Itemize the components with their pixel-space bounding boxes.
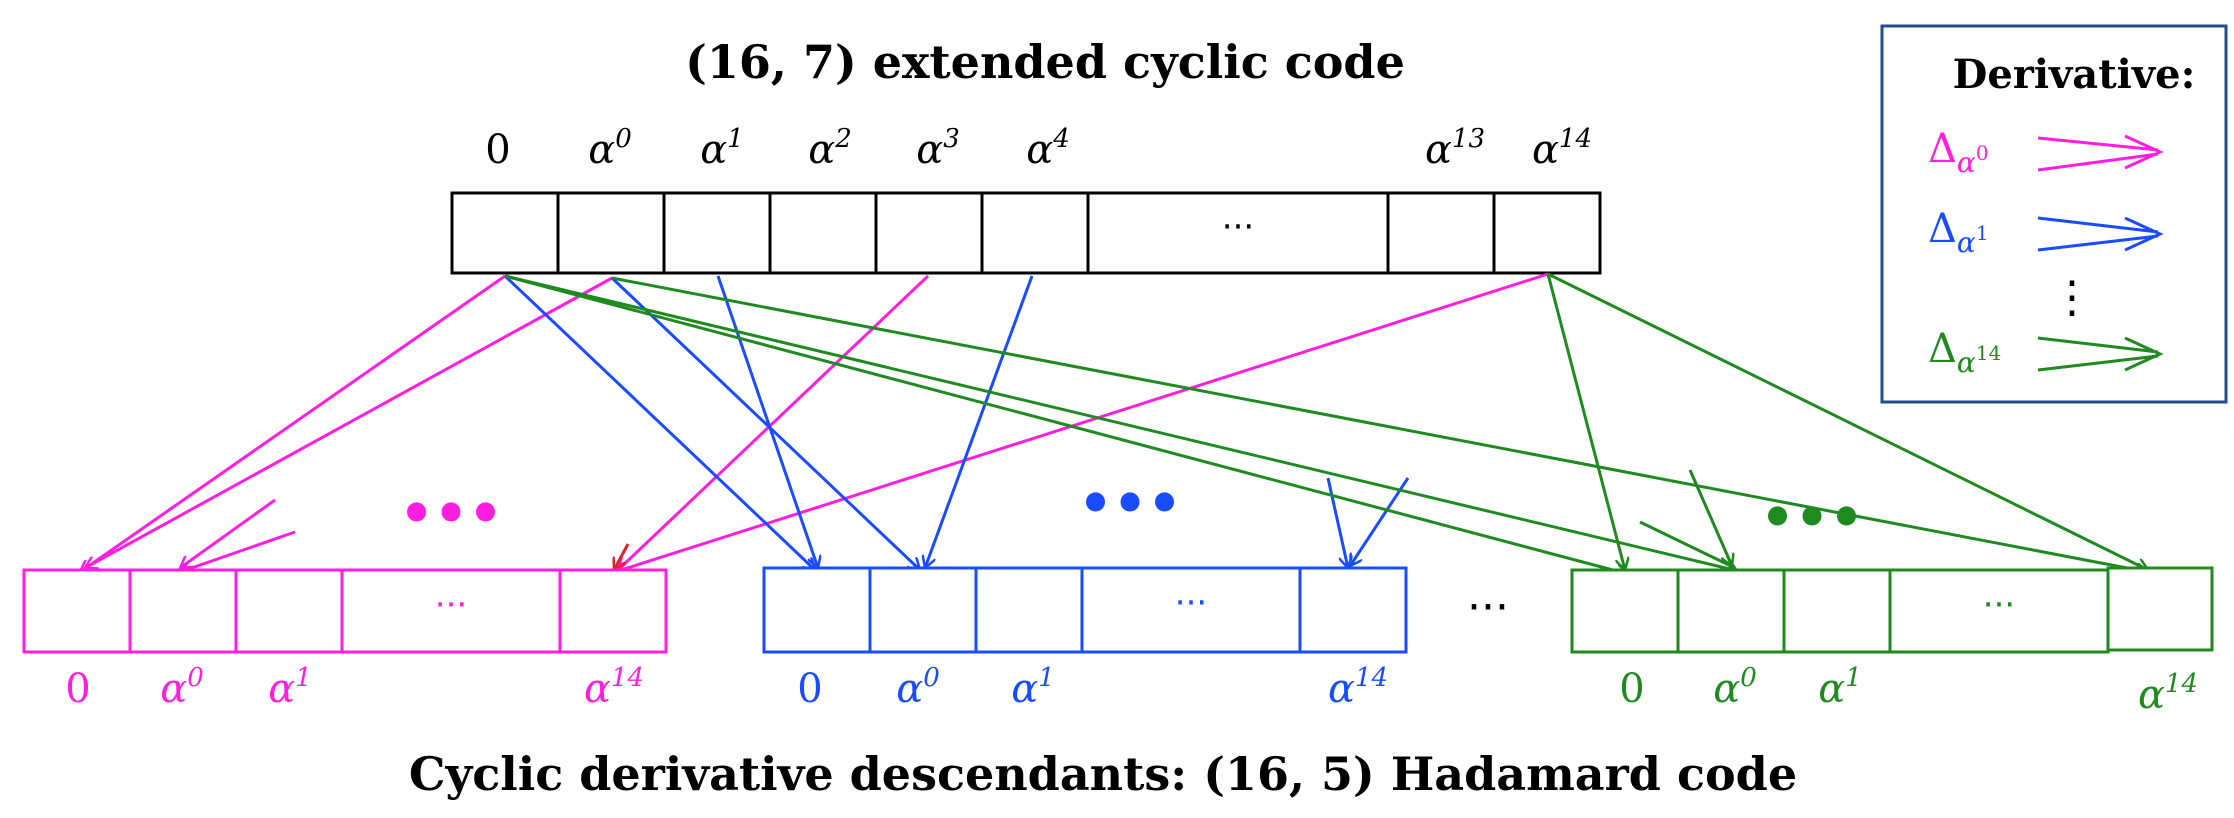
green-arrows: [504, 272, 2148, 574]
top-ellipsis: ···: [1222, 207, 1254, 247]
descendant-row-green: [1570, 566, 2214, 654]
arrow-green-1: [504, 274, 1628, 574]
top-cell-alpha13: [1386, 191, 1496, 275]
magenta-label-alpha14: α14: [584, 663, 644, 712]
top-labels: 0 α0 α1 α2 α3 α4 α13 α14: [485, 124, 1592, 173]
magenta-label-alpha1: α1: [268, 663, 312, 712]
arrow-magenta-5: [618, 274, 930, 570]
arrow-magenta-6: [615, 272, 1549, 572]
descendant-row-magenta: [22, 568, 668, 654]
legend-vdots: ⋮: [2050, 272, 2094, 323]
between-rows-ellipsis: ···: [1467, 582, 1509, 633]
arrow-magenta-2: [85, 276, 613, 568]
green-ellipsis: ···: [1983, 585, 2015, 625]
legend-title: Derivative:: [1953, 51, 2196, 98]
arrow-magenta-3: [180, 498, 276, 568]
magenta-cell-alpha0: [128, 568, 238, 654]
arrow-green-6: [1639, 520, 1735, 568]
green-label-alpha14: α14: [2138, 669, 2198, 718]
arrow-green-2: [504, 274, 1734, 570]
top-cell-alpha1: [662, 191, 772, 275]
legend-arrow-blue: [2037, 216, 2164, 252]
legend-delta-alpha0: Δα0: [1928, 126, 1989, 179]
arrow-magenta-1: [80, 274, 506, 572]
top-label-alpha0: α0: [588, 124, 632, 173]
top-label-alpha13: α13: [1425, 124, 1485, 173]
blue-cell-0: [762, 566, 872, 654]
green-label-alpha0: α0: [1713, 663, 1757, 712]
magenta-ellipsis: ···: [435, 585, 467, 625]
arrow-green-5: [611, 276, 2148, 572]
top-cell-alpha14: [1492, 191, 1602, 275]
arrow-red-tip: [614, 543, 630, 570]
green-cell-alpha14: [2106, 566, 2214, 652]
blue-cell-alpha1: [974, 566, 1084, 654]
blue-label-alpha14: α14: [1328, 663, 1388, 712]
top-cell-alpha3: [874, 191, 984, 275]
blue-cell-alpha0: [868, 566, 978, 654]
arrow-magenta-4: [180, 530, 296, 572]
top-cell-alpha4: [980, 191, 1090, 275]
magenta-label-alpha0: α0: [160, 663, 204, 712]
top-cell-alpha0: [556, 191, 666, 275]
top-label-alpha3: α3: [916, 124, 960, 173]
bottom-title: Cyclic derivative descendants: (16, 5) H…: [409, 747, 1797, 801]
top-cell-0: [450, 191, 560, 275]
arrow-blue-3: [716, 275, 818, 568]
magenta-arrows: [80, 272, 1549, 572]
top-cell-ellipsis: [1086, 191, 1390, 275]
blue-label-0: 0: [797, 666, 822, 712]
green-label-0: 0: [1619, 666, 1644, 712]
blue-labels: 0 α0 α1 α14: [797, 663, 1388, 712]
blue-group-dots: •••: [1078, 472, 1182, 535]
magenta-cell-0: [22, 568, 132, 654]
top-code-row: [450, 191, 1602, 275]
arrow-blue-1: [503, 274, 815, 570]
blue-cell-ellipsis: [1080, 566, 1302, 654]
green-labels: 0 α0 α1 α14: [1619, 663, 2198, 718]
green-group-dots: •••: [1760, 486, 1864, 549]
blue-label-alpha0: α0: [896, 663, 940, 712]
top-label-alpha1: α1: [700, 124, 744, 173]
green-cell-alpha0: [1676, 568, 1786, 654]
blue-ellipsis: ···: [1175, 583, 1207, 623]
arrow-blue-6: [1350, 477, 1410, 566]
blue-arrows: [503, 274, 1410, 570]
green-cell-alpha1: [1782, 568, 1892, 654]
magenta-group-dots: •••: [399, 482, 503, 545]
arrow-green-7: [1688, 469, 1732, 566]
arrow-green-4: [1547, 272, 2148, 570]
magenta-labels: 0 α0 α1 α14: [65, 663, 644, 712]
legend-delta-alpha14: Δα14: [1928, 326, 2001, 379]
green-label-alpha1: α1: [1818, 663, 1862, 712]
arrow-blue-5: [1326, 477, 1348, 568]
legend: Derivative: Δα0 Δα1 ⋮ Δα14: [1880, 24, 2228, 404]
top-label-alpha2: α2: [808, 124, 852, 173]
top-label-alpha4: α4: [1026, 124, 1070, 173]
green-cell-ellipsis: [1888, 568, 2110, 654]
top-label-alpha14: α14: [1532, 124, 1592, 173]
magenta-cell-alpha1: [234, 568, 344, 654]
magenta-label-0: 0: [65, 666, 90, 712]
legend-arrow-magenta: [2037, 134, 2164, 172]
magenta-cell-alpha14: [558, 568, 668, 654]
legend-arrow-green: [2037, 336, 2164, 372]
top-label-0: 0: [485, 127, 510, 173]
green-cell-0: [1570, 568, 1680, 654]
blue-label-alpha1: α1: [1011, 663, 1055, 712]
arrow-blue-4: [925, 275, 1034, 568]
arrow-blue-2: [610, 276, 920, 570]
top-title: (16, 7) extended cyclic code: [685, 35, 1405, 89]
magenta-cell-ellipsis: [340, 568, 562, 654]
top-cell-alpha2: [768, 191, 878, 275]
legend-delta-alpha1: Δα1: [1928, 206, 1989, 259]
descendant-row-blue: [762, 566, 1408, 654]
arrow-green-3: [1546, 273, 1625, 570]
blue-cell-alpha14: [1298, 566, 1408, 654]
